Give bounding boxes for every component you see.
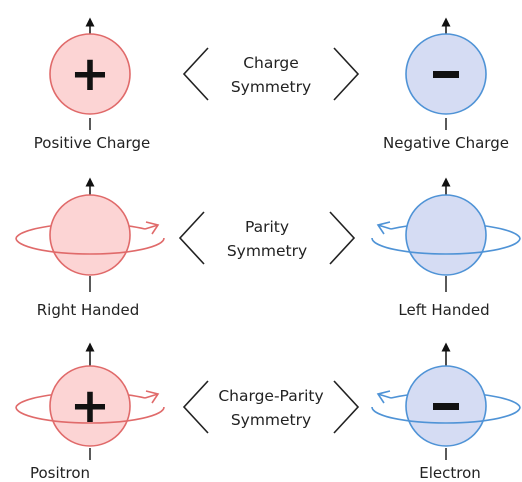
negative-charge-label: Negative Charge [383,134,509,152]
plus-sign: + [70,378,110,434]
particle-circle [49,33,131,115]
left-handed-label: Left Handed [398,301,489,319]
symmetry-label-line1: Charge-Parity [218,387,323,405]
particle-circle [49,194,131,276]
right-angle-bracket-icon [333,47,360,101]
rotation-arrow-icon [144,221,160,235]
rotation-arrow-icon [376,221,392,235]
minus-sign-icon [433,71,459,78]
negative-charge-particle [405,17,487,130]
particle-circle [49,365,131,447]
symmetry-label-line1: Charge [243,54,299,72]
row-charge-parity: + Positron Charge-Parity Symmetry Electr… [15,342,521,482]
positron-particle: + [15,342,165,460]
symmetry-label-line2: Symmetry [231,78,311,96]
rotation-arrow-icon [376,390,392,404]
symmetry-label-line2: Symmetry [231,411,311,429]
right-angle-bracket-icon [333,380,360,434]
positron-label: Positron [30,464,90,482]
right-handed-particle [15,177,165,292]
symmetry-label-line1: Parity [245,218,289,236]
left-angle-bracket-icon [178,211,205,265]
right-angle-bracket-icon [329,211,356,265]
row-parity: Right Handed Parity Symmetry Left Handed [15,177,521,319]
left-angle-bracket-icon [182,380,209,434]
positive-charge-particle: + [49,17,131,130]
particle-circle [405,194,487,276]
positive-charge-label: Positive Charge [34,134,150,152]
symmetry-label-line2: Symmetry [227,242,307,260]
rotation-ring-front [15,406,165,424]
rotation-ring-front [371,237,521,255]
rotation-ring-front [371,406,521,424]
rotation-ring-front [15,237,165,255]
minus-sign-icon [433,403,459,410]
electron-label: Electron [419,464,481,482]
row-charge: + Positive Charge Charge Symmetry Negati… [34,17,509,152]
plus-sign: + [70,46,110,102]
rotation-arrow-icon [144,390,160,404]
left-handed-particle [371,177,521,292]
left-angle-bracket-icon [182,47,209,101]
right-handed-label: Right Handed [37,301,140,319]
electron-particle [371,342,521,460]
